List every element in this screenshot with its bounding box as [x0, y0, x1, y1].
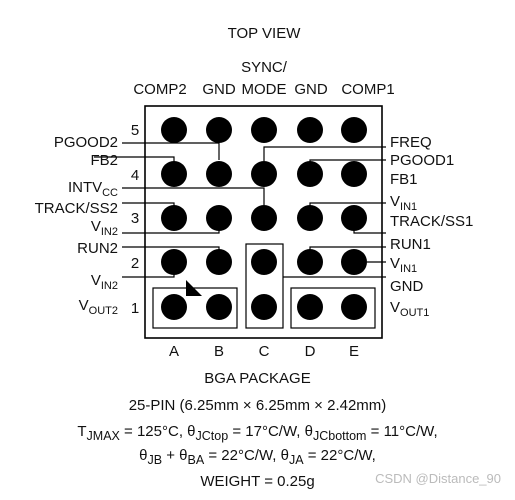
ball-grid — [161, 117, 367, 320]
pin-label-intvcc: INTVCC — [68, 179, 118, 199]
leader-vin1-3 — [309, 202, 386, 206]
col-letter-e: E — [349, 343, 359, 360]
package-name: BGA PACKAGE — [204, 370, 311, 387]
ball-b4 — [206, 161, 232, 187]
ball-a2 — [161, 249, 187, 275]
ball-e3 — [341, 205, 367, 231]
ball-b3 — [206, 205, 232, 231]
top-label-gnd-d: GND — [294, 81, 328, 98]
vout2-pad-group — [152, 287, 238, 329]
ball-d2 — [297, 249, 323, 275]
pin-label-freq: FREQ — [390, 134, 432, 151]
gnd-pad-group — [245, 243, 284, 329]
pin-label-vin1-row2: VIN1 — [390, 255, 417, 275]
leader-fb2 — [94, 156, 175, 162]
vout1-pad-group — [290, 287, 376, 329]
pin-label-run1: RUN1 — [390, 236, 431, 253]
top-label-comp2: COMP2 — [133, 81, 186, 98]
top-label-mode: MODE — [242, 81, 287, 98]
pin-label-run2: RUN2 — [77, 240, 118, 257]
ball-b1 — [206, 294, 232, 320]
pin-label-vin1-row3: VIN1 — [390, 193, 417, 213]
pin-label-vin2-row3: VIN2 — [91, 218, 118, 238]
pin-label-vout2: VOUT2 — [79, 297, 118, 317]
watermark: CSDN @Distance_90 — [375, 471, 501, 486]
ball-c5 — [251, 117, 277, 143]
leader-freq — [263, 146, 386, 161]
pin-label-vin2-row2: VIN2 — [91, 272, 118, 292]
pin-label-pgood1: PGOOD1 — [390, 152, 454, 169]
ball-e4 — [341, 161, 367, 187]
top-label-sync: SYNC/ — [241, 59, 288, 76]
row-number-3: 3 — [131, 210, 139, 227]
ball-a1 — [161, 294, 187, 320]
ball-d1 — [297, 294, 323, 320]
thermal-spec-line2: θJB + θBA = 22°C/W, θJA = 22°C/W, — [139, 447, 376, 467]
ball-c2 — [251, 249, 277, 275]
col-letter-d: D — [305, 343, 316, 360]
row-number-5: 5 — [131, 122, 139, 139]
ball-d3 — [297, 205, 323, 231]
ball-c1 — [251, 294, 277, 320]
leader-vin2-2 — [122, 274, 175, 278]
diagram-title: TOP VIEW — [228, 25, 302, 42]
pin-label-track2: TRACK/SS2 — [35, 200, 118, 217]
col-letter-c: C — [259, 343, 270, 360]
col-letter-b: B — [214, 343, 224, 360]
ball-b5 — [206, 117, 232, 143]
pin-label-gnd: GND — [390, 278, 424, 295]
leader-track1 — [353, 230, 386, 234]
ball-a3 — [161, 205, 187, 231]
pin-label-fb2: FB2 — [90, 152, 118, 169]
ball-c4 — [251, 161, 277, 187]
pin-label-track1: TRACK/SS1 — [390, 213, 473, 230]
row-number-4: 4 — [131, 167, 139, 184]
leader-lines — [94, 142, 386, 278]
top-label-gnd-b: GND — [202, 81, 236, 98]
leader-run2 — [122, 246, 220, 251]
leader-pgood2 — [122, 142, 220, 160]
ball-e1 — [341, 294, 367, 320]
row-number-2: 2 — [131, 255, 139, 272]
ball-e2 — [341, 249, 367, 275]
col-letter-a: A — [169, 343, 179, 360]
ball-a4 — [161, 161, 187, 187]
leader-vin2-3 — [122, 230, 220, 234]
ball-e5 — [341, 117, 367, 143]
row-number-1: 1 — [131, 300, 139, 317]
ball-b2 — [206, 249, 232, 275]
package-weight: WEIGHT = 0.25g — [200, 473, 315, 490]
pin-label-fb1: FB1 — [390, 171, 418, 188]
leader-pgood1 — [309, 159, 386, 162]
pin-label-vout1: VOUT1 — [390, 299, 429, 319]
pin-label-pgood2: PGOOD2 — [54, 134, 118, 151]
thermal-spec-line1: TJMAX = 125°C, θJCtop = 17°C/W, θJCbotto… — [77, 423, 438, 443]
ball-a5 — [161, 117, 187, 143]
leader-run1 — [309, 246, 386, 250]
leader-track2 — [122, 202, 175, 207]
ball-d4 — [297, 161, 323, 187]
package-dimensions: 25-PIN (6.25mm × 6.25mm × 2.42mm) — [128, 397, 387, 414]
top-label-comp1: COMP1 — [341, 81, 394, 98]
leader-intvcc — [122, 187, 265, 205]
ball-c3 — [251, 205, 277, 231]
package-outline — [144, 105, 383, 339]
ball-d5 — [297, 117, 323, 143]
pin1-marker — [186, 280, 202, 296]
